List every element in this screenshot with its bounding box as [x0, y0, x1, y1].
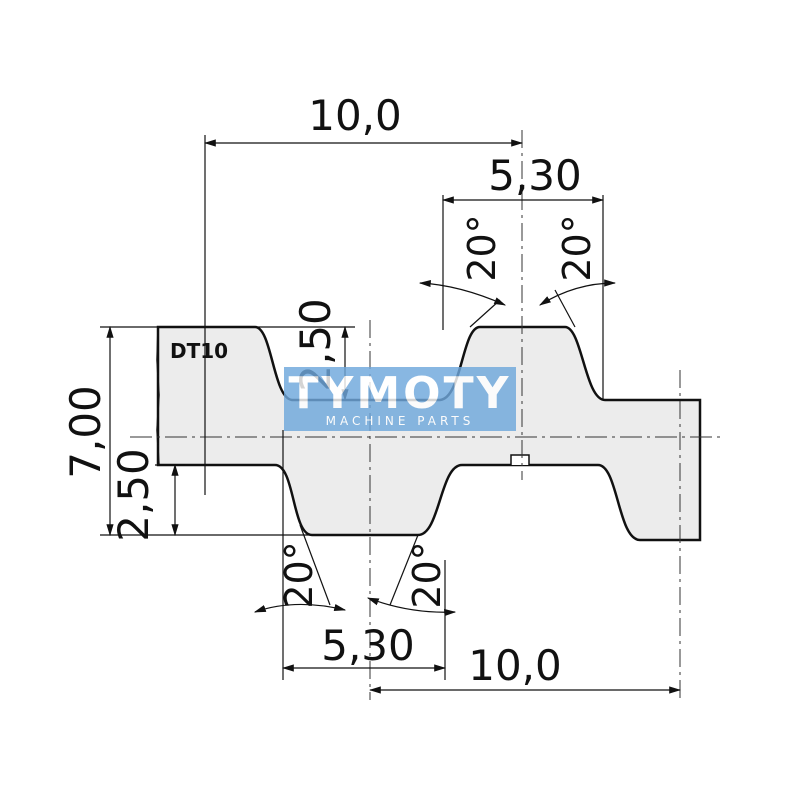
break-line-left [156, 326, 160, 466]
watermark-brand: TYMOTY [289, 368, 512, 419]
dim-pitch-top: 10,0 [308, 91, 402, 140]
angle-label-3: 20° [277, 541, 321, 608]
dimension-lines [106, 139, 682, 694]
angle-arcs [253, 279, 617, 617]
dim-pitch-bottom: 10,0 [468, 641, 562, 690]
pitch-notch [510, 454, 530, 465]
angle-label-2: 20° [555, 214, 599, 281]
dim-tooth-width-top: 5,30 [488, 151, 582, 200]
angle-label-4: 20° [405, 541, 449, 608]
watermark: TYMOTY MACHINE PARTS [284, 367, 516, 431]
dim-tooth-height-bottom: 2,50 [109, 448, 158, 542]
watermark-tagline: MACHINE PARTS [326, 414, 475, 428]
dim-tooth-width-bottom: 5,30 [321, 621, 415, 670]
angle-label-1: 20° [460, 214, 504, 281]
profile-label: DT10 [170, 339, 228, 363]
belt-profile [156, 325, 702, 542]
dim-total-height: 7,00 [61, 385, 110, 479]
watermark-box [284, 367, 516, 431]
